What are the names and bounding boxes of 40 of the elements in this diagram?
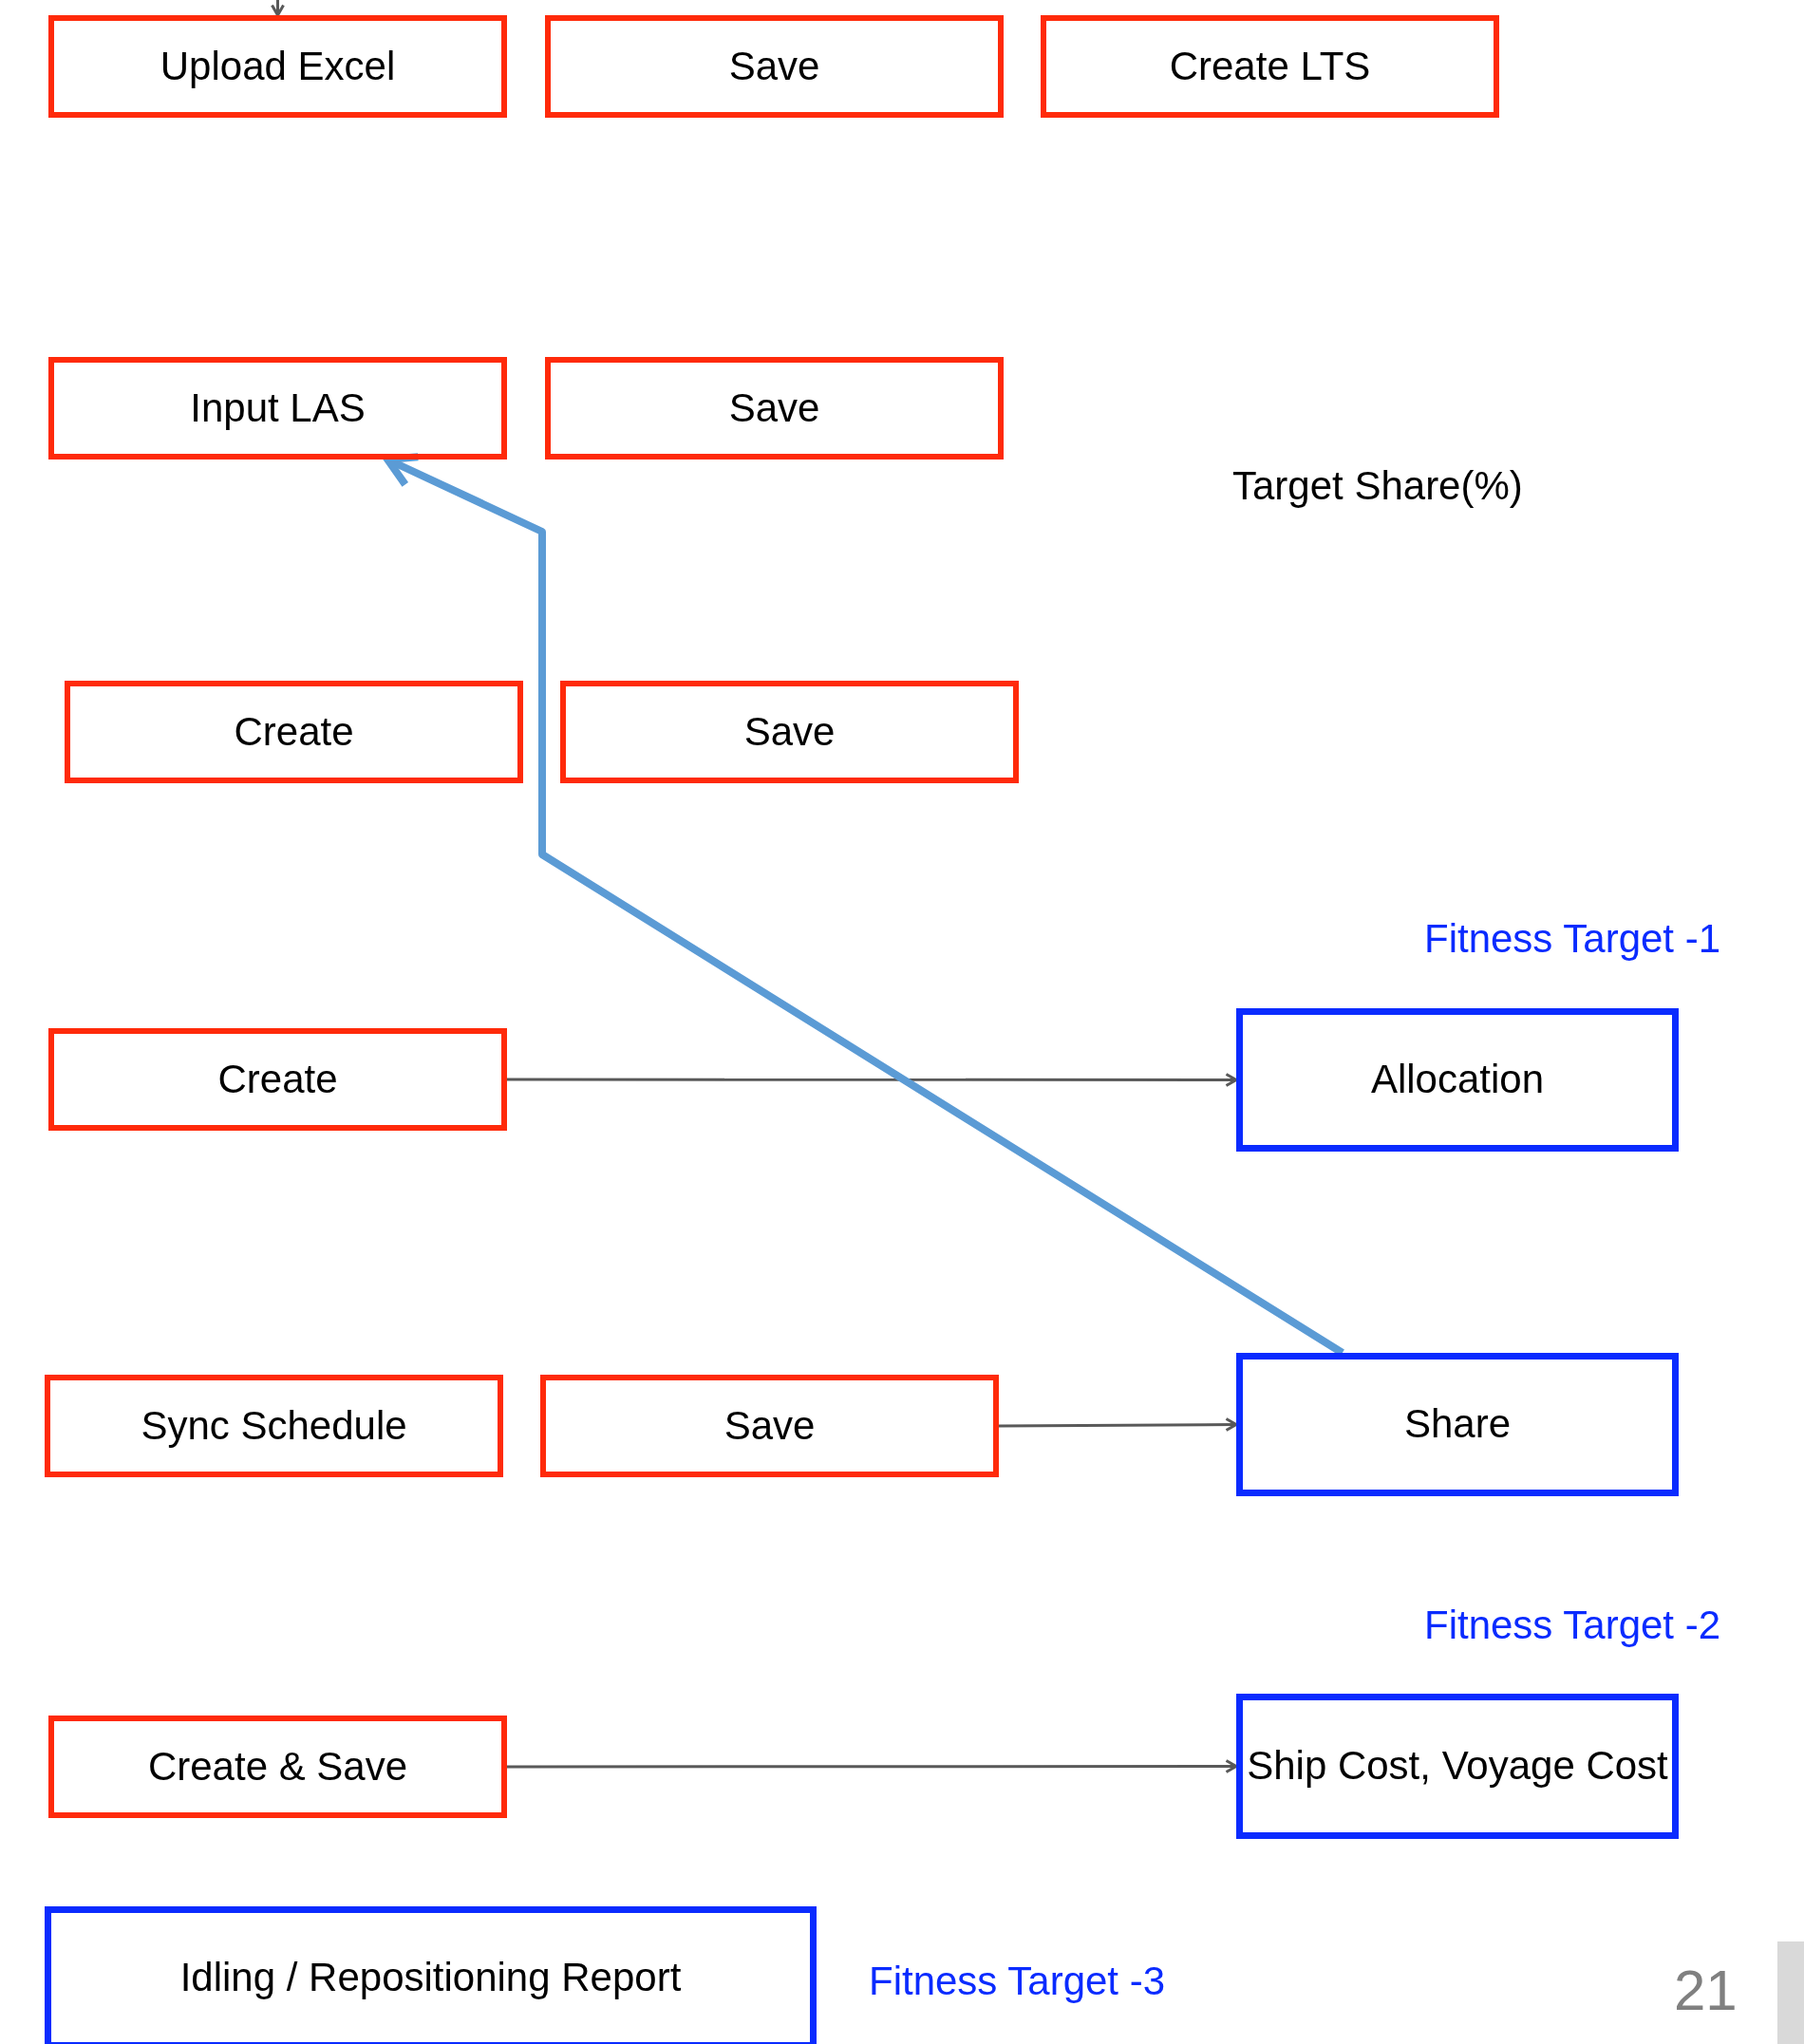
arrow [271, 0, 285, 17]
side-bar [1777, 1941, 1804, 2044]
arrow [507, 1759, 1238, 1773]
box-label: Create & Save [147, 1744, 408, 1790]
process-box [545, 357, 1004, 459]
process-box [560, 681, 1019, 783]
box-label: Save [723, 1403, 816, 1449]
arrow [507, 1073, 1238, 1087]
process-box [65, 681, 523, 783]
process-box [48, 15, 507, 118]
box-label: Share [1403, 1402, 1512, 1447]
process-box [540, 1375, 999, 1477]
box-label: Input LAS [190, 385, 366, 431]
process-box [48, 357, 507, 459]
box-label: Create LTS [1169, 44, 1371, 89]
box-label: Ship Cost, Voyage Cost [1247, 1744, 1668, 1789]
section-heading: Fitness Target -2 [1424, 1603, 1721, 1648]
box-label: Save [728, 44, 820, 89]
process-box [48, 1028, 507, 1131]
process-box [48, 1716, 507, 1818]
process-box [45, 1375, 503, 1477]
process-box [1236, 1008, 1679, 1152]
process-box [1236, 1353, 1679, 1496]
box-label: Allocation [1370, 1058, 1545, 1102]
box-label: Idling / Repositioning Report [179, 1955, 682, 2000]
process-box [45, 1906, 817, 2044]
box-label: Save [728, 385, 820, 431]
box-label: Sync Schedule [141, 1403, 407, 1449]
box-label: Upload Excel [160, 44, 396, 89]
section-heading: Fitness Target -1 [1424, 916, 1721, 962]
note-label: Target Share(%) [1232, 463, 1523, 509]
section-heading: Fitness Target -3 [869, 1959, 1166, 2004]
page-number: 21 [1674, 1958, 1738, 2023]
process-box [545, 15, 1004, 118]
process-box [1041, 15, 1499, 118]
process-box [1236, 1694, 1679, 1839]
box-label: Create [234, 709, 354, 755]
box-label: Save [743, 709, 836, 755]
arrow [999, 1417, 1238, 1433]
box-label: Create [217, 1057, 338, 1102]
